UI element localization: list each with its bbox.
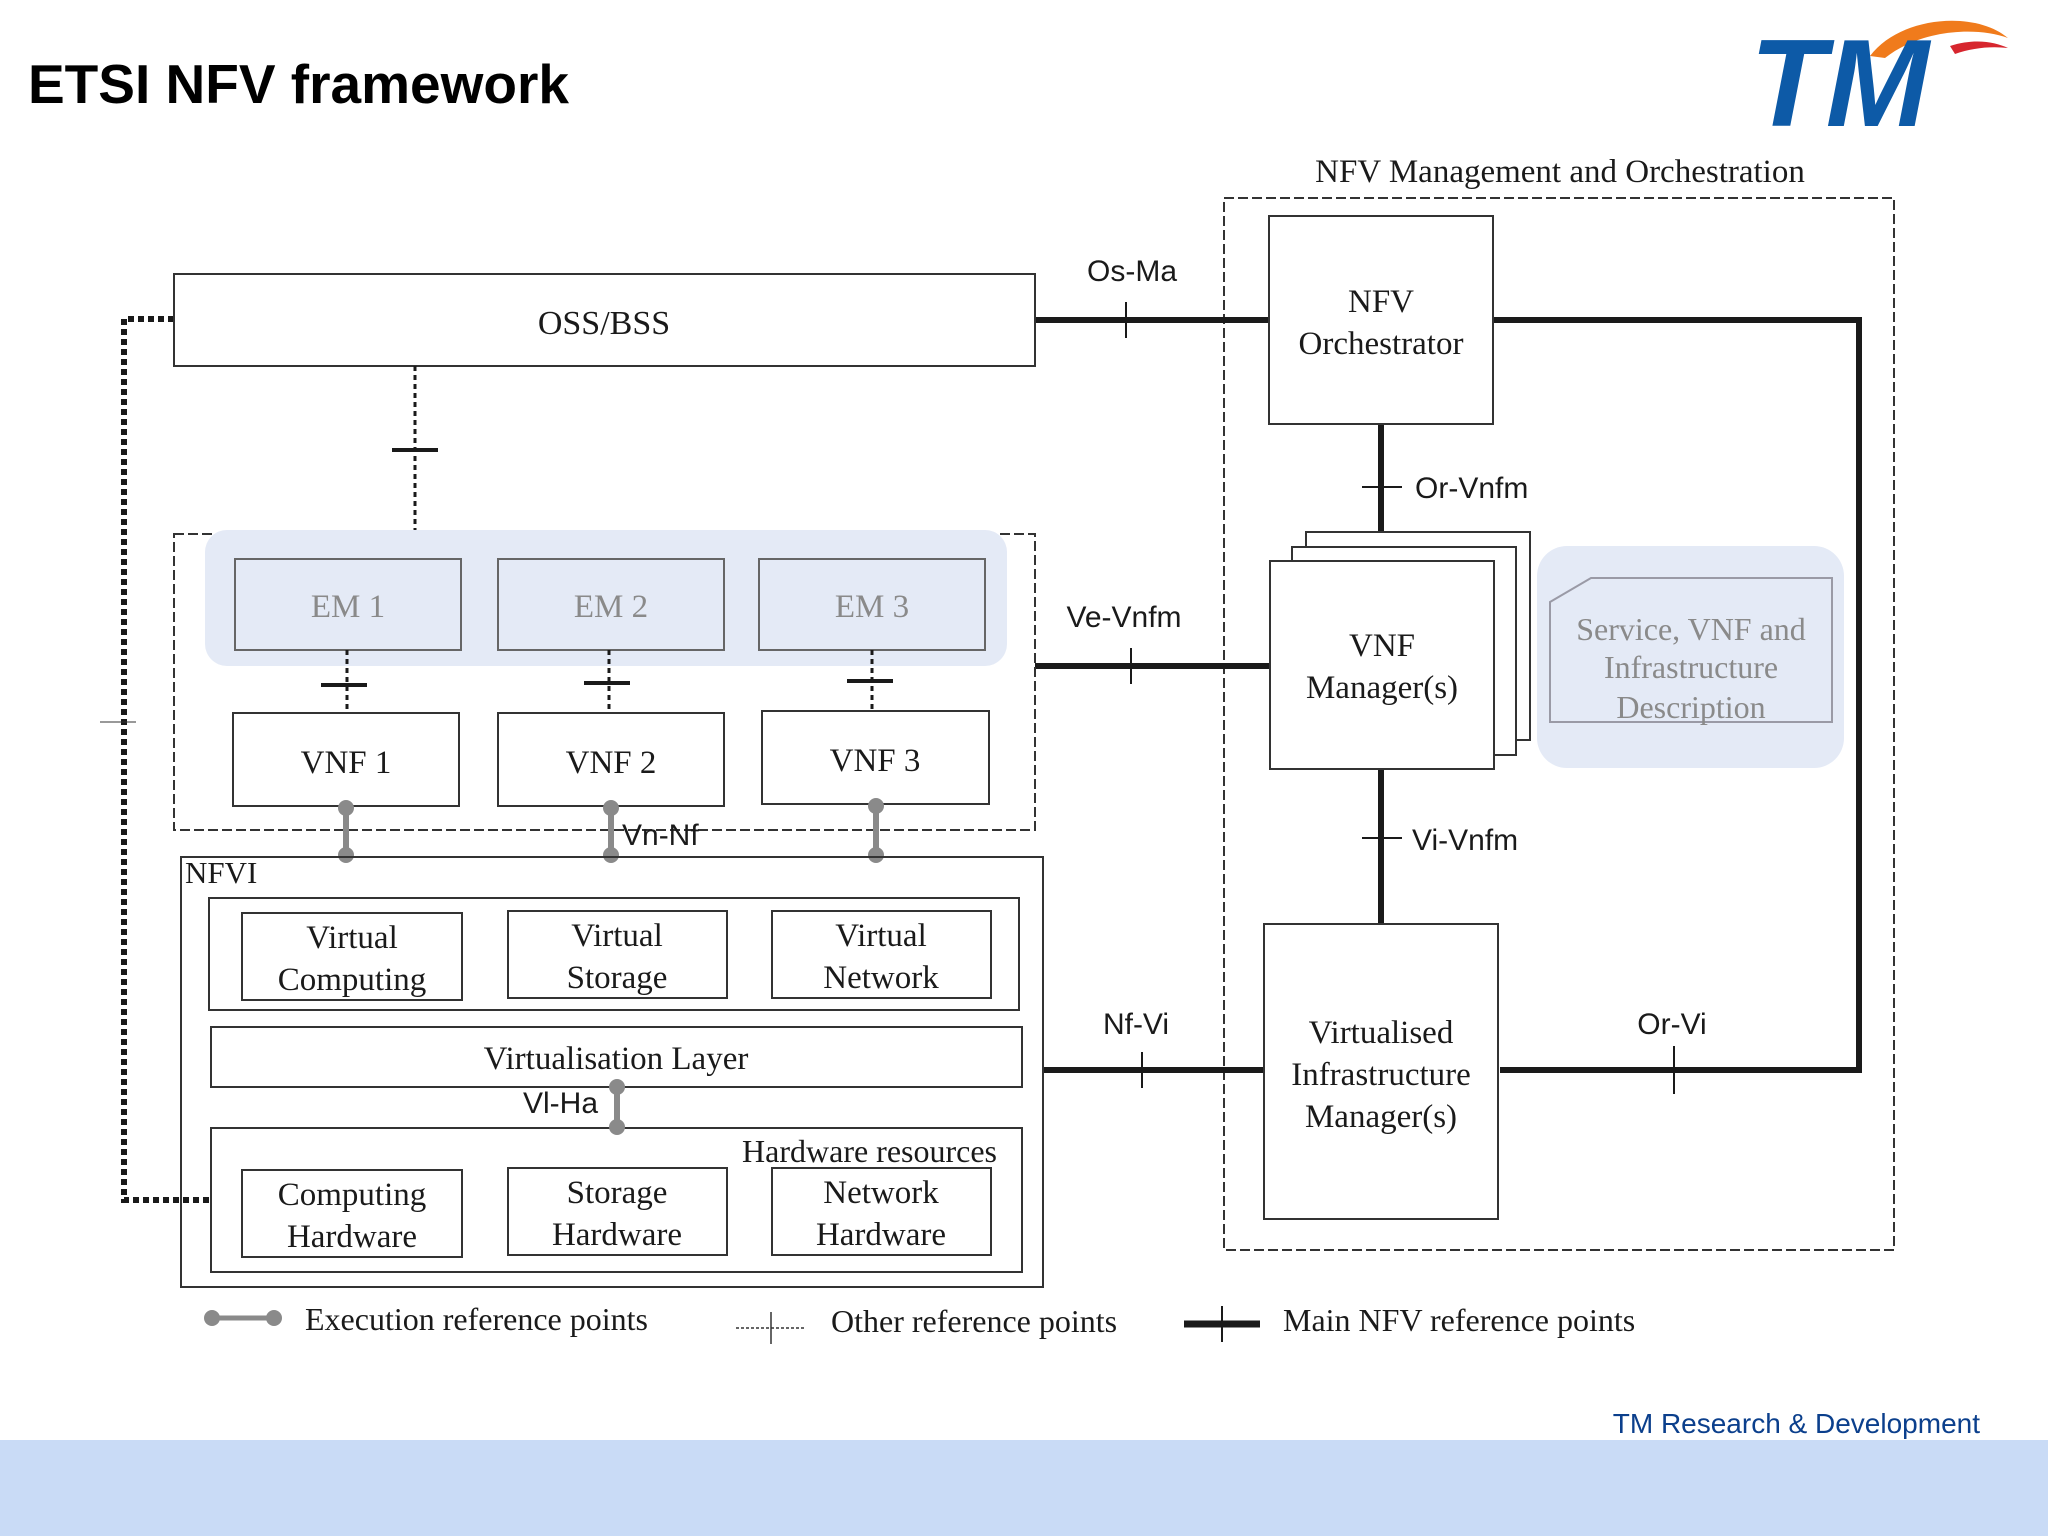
legend-main-label: Main NFV reference points: [1283, 1302, 1635, 1338]
vnf-region: [173, 533, 1036, 831]
legend-execution-icon: [204, 1310, 282, 1326]
vn-nf-execution-points: [338, 798, 884, 863]
virtualisation-layer-label: Virtualisation Layer: [484, 1041, 749, 1077]
virtual-storage-box: [507, 910, 728, 999]
network-hardware-line1: Network: [823, 1175, 939, 1211]
nfv-orchestrator-line1: NFV: [1348, 284, 1414, 320]
legend-other-label: Other reference points: [831, 1303, 1117, 1339]
legend-execution-label: Execution reference points: [305, 1301, 648, 1337]
logo-text: TM: [1750, 15, 1932, 138]
service-desc-line3: Description: [1616, 689, 1765, 725]
network-hardware-box: [771, 1167, 992, 1256]
em-1-label: EM 1: [311, 589, 385, 625]
label-or-vnfm: Or-Vnfm: [1415, 472, 1528, 505]
virtual-computing-line2: Computing: [278, 962, 427, 998]
vim-box: [1263, 923, 1499, 1220]
network-hardware-line2: Hardware: [816, 1217, 946, 1253]
storage-hardware-box: [507, 1167, 728, 1256]
vnf-2-label: VNF 2: [566, 745, 657, 781]
em-1-box: [234, 558, 462, 651]
vnf-manager-box: [1269, 560, 1495, 770]
vim-line2: Infrastructure: [1291, 1057, 1471, 1093]
virtual-storage-line1: Virtual: [571, 918, 663, 954]
mano-region: [1223, 197, 1895, 1251]
hardware-resources-label: Hardware resources: [742, 1133, 997, 1169]
label-ve-vnfm: Ve-Vnfm: [1066, 601, 1181, 634]
service-desc-highlight: [1537, 546, 1844, 768]
tm-logo: TM: [1750, 15, 2008, 138]
virtual-computing-box: [241, 912, 463, 1001]
service-desc-line1: Service, VNF and: [1576, 611, 1806, 647]
vim-line1: Virtualised: [1309, 1015, 1454, 1051]
computing-hardware-box: [241, 1169, 463, 1258]
label-nf-vi: Nf-Vi: [1103, 1008, 1169, 1041]
footer-band: [0, 1440, 2048, 1536]
vnf-manager-line2: Manager(s): [1306, 670, 1458, 706]
legend-main-icon: [1184, 1306, 1260, 1342]
virtual-network-line2: Network: [823, 960, 939, 996]
virtual-network-box: [771, 910, 992, 999]
oss-bss-box: [173, 273, 1036, 367]
em-3-box: [758, 558, 986, 651]
vnf-3-label: VNF 3: [830, 743, 921, 779]
nfvi-label: NFVI: [185, 855, 257, 890]
virtual-network-line1: Virtual: [835, 918, 927, 954]
nfv-orchestrator-box: [1268, 215, 1494, 425]
label-vl-ha: Vl-Ha: [523, 1087, 598, 1120]
vnf-manager-line1: VNF: [1349, 628, 1415, 664]
logo-swoosh-accent-icon: [1950, 41, 2008, 54]
slide-title: ETSI NFV framework: [28, 53, 569, 115]
label-vn-nf: Vn-Nf: [622, 819, 699, 852]
virtual-resources-box: [208, 897, 1020, 1011]
oss-bss-label: OSS/BSS: [538, 305, 670, 342]
mano-title: NFV Management and Orchestration: [1315, 154, 1805, 190]
em-3-label: EM 3: [835, 589, 909, 625]
storage-hardware-line1: Storage: [567, 1175, 668, 1211]
vl-ha-execution-point: [609, 1079, 625, 1135]
vim-line3: Manager(s): [1305, 1099, 1457, 1135]
legend-other-icon: [736, 1312, 806, 1344]
em-vnf-dotted-lines: [321, 650, 893, 713]
legend: Execution reference points Other referen…: [204, 1301, 1635, 1344]
service-desc-doc-icon: [1549, 577, 1833, 723]
virtual-computing-line1: Virtual: [306, 920, 398, 956]
virtual-storage-line2: Storage: [567, 960, 668, 996]
nfv-orchestrator-line2: Orchestrator: [1299, 326, 1464, 362]
footer-label: TM Research & Development: [1612, 1408, 1980, 1439]
label-os-ma: Os-Ma: [1087, 255, 1177, 288]
vnf-1-label: VNF 1: [301, 745, 392, 781]
label-vi-vnfm: Vi-Vnfm: [1412, 824, 1518, 857]
oss-to-hardware-dotted-line: [121, 316, 212, 1203]
logo-swoosh-icon: [1870, 20, 2008, 58]
computing-hardware-line1: Computing: [278, 1177, 427, 1213]
service-desc-line2: Infrastructure: [1604, 649, 1778, 685]
label-or-vi: Or-Vi: [1637, 1008, 1706, 1041]
em-2-box: [497, 558, 725, 651]
ref-tick-marks: [1125, 302, 1675, 1094]
storage-hardware-line2: Hardware: [552, 1217, 682, 1253]
virtualisation-layer-box: [210, 1026, 1023, 1088]
nfvi-box: [180, 856, 1044, 1288]
em-2-label: EM 2: [574, 589, 648, 625]
computing-hardware-line2: Hardware: [287, 1219, 417, 1255]
